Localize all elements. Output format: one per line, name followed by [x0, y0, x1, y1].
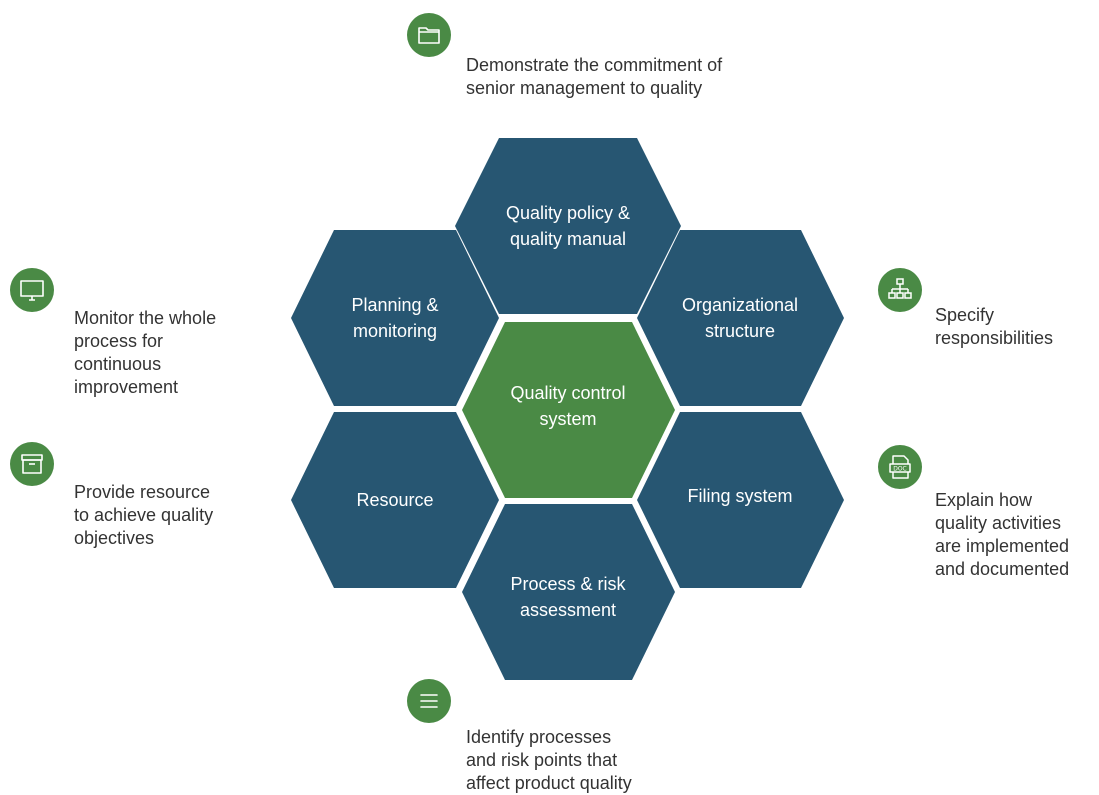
doc-file-icon: DOC [878, 445, 922, 489]
hex-top [455, 138, 681, 314]
list-icon [407, 679, 451, 723]
hex-lower-right [637, 412, 844, 588]
callout-top-text: Demonstrate the commitment of senior man… [466, 55, 723, 98]
hex-lower-left [291, 412, 499, 588]
callout-bottom-text: Identify processes and risk points that … [466, 727, 632, 793]
hex-bottom [462, 504, 675, 680]
archive-box-icon [10, 442, 54, 486]
callout-lower-left-text: Provide resource to achieve quality obje… [74, 482, 214, 548]
org-chart-icon [878, 268, 922, 312]
callout-upper-left-text: Monitor the whole process for continuous… [74, 308, 217, 397]
folder-icon [407, 13, 451, 57]
hex-upper-left [291, 230, 499, 406]
hex-label-upper-left: Planning & monitoring [351, 295, 439, 341]
hex-center [462, 322, 675, 498]
callout-lower-right-text: Explain how quality activities are imple… [935, 490, 1070, 579]
hex-label-center: Quality control system [510, 383, 626, 429]
hex-upper-right [637, 230, 844, 406]
hex-label-lower-left: Resource [356, 490, 434, 510]
hex-label-lower-right: Filing system [687, 486, 793, 506]
monitor-icon [10, 268, 54, 312]
callout-upper-right-text: Specify responsibilities [935, 305, 1054, 348]
svg-text:DOC: DOC [893, 466, 907, 473]
hex-label-top: Quality policy & quality manual [505, 203, 631, 249]
hex-label-upper-right: Organizational structure [681, 295, 799, 341]
hex-label-bottom: Process & risk assessment [510, 574, 626, 620]
